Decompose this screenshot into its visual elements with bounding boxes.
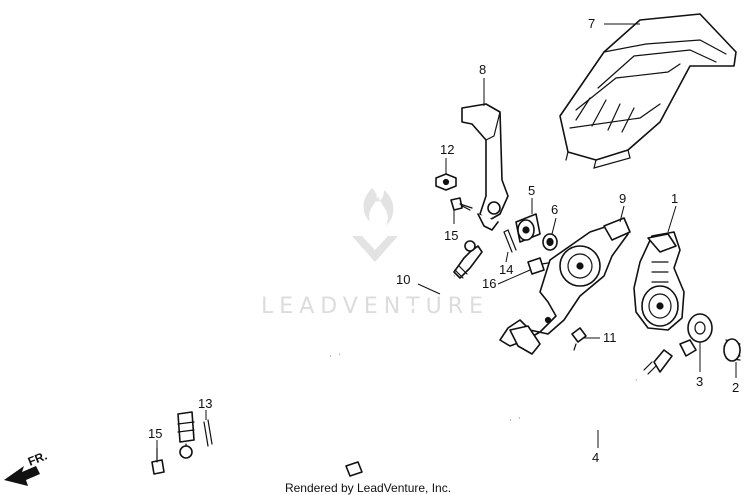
part-14-pin: [503, 229, 517, 253]
part-8-arm: [461, 103, 509, 231]
part-9-bracket: [499, 217, 631, 355]
callout-7: 7: [588, 16, 595, 31]
callout-5: 5: [528, 183, 535, 198]
part-13-pin: [203, 419, 213, 447]
front-label: FR.: [26, 449, 49, 469]
callout-13: 13: [198, 396, 212, 411]
part-1-throttle-housing: [633, 231, 685, 331]
callouts: 7 8 12 15 5 6 9 1 14 16 11 10 13 15 4 3: [148, 16, 739, 465]
watermark-text: LEADVENTURE: [261, 294, 489, 319]
part-15-screw-upper: [450, 197, 473, 211]
callout-11: 11: [603, 330, 617, 345]
front-direction-marker: FR.: [4, 449, 49, 486]
callout-2: 2: [732, 380, 739, 395]
callout-4: 4: [592, 450, 599, 465]
callout-14: 14: [499, 262, 513, 277]
callout-15-upper: 15: [444, 228, 458, 243]
callout-10: 10: [396, 272, 410, 287]
part-2-spring: [723, 338, 741, 362]
callout-16: 16: [482, 276, 496, 291]
callout-15-lower: 15: [148, 426, 162, 441]
part-10-cable: [177, 240, 483, 459]
part-12-nut: [435, 173, 457, 191]
part-7-lever-cover: [559, 13, 737, 169]
part-4-cable: [345, 349, 673, 477]
part-6-washer: [542, 233, 558, 251]
watermark-logo: LEADVENTURE: [261, 188, 489, 319]
part-5-collar: [515, 213, 541, 243]
callout-6: 6: [551, 202, 558, 217]
part-15-screw-lower: [151, 447, 165, 475]
callout-9: 9: [619, 191, 626, 206]
callout-3: 3: [696, 374, 703, 389]
credit-text: Rendered by LeadVenture, Inc.: [285, 481, 451, 495]
part-3-clamp: [679, 313, 713, 357]
callout-12: 12: [440, 142, 454, 157]
callout-8: 8: [479, 62, 486, 77]
part-11-screw: [571, 327, 587, 351]
callout-1: 1: [671, 191, 678, 206]
